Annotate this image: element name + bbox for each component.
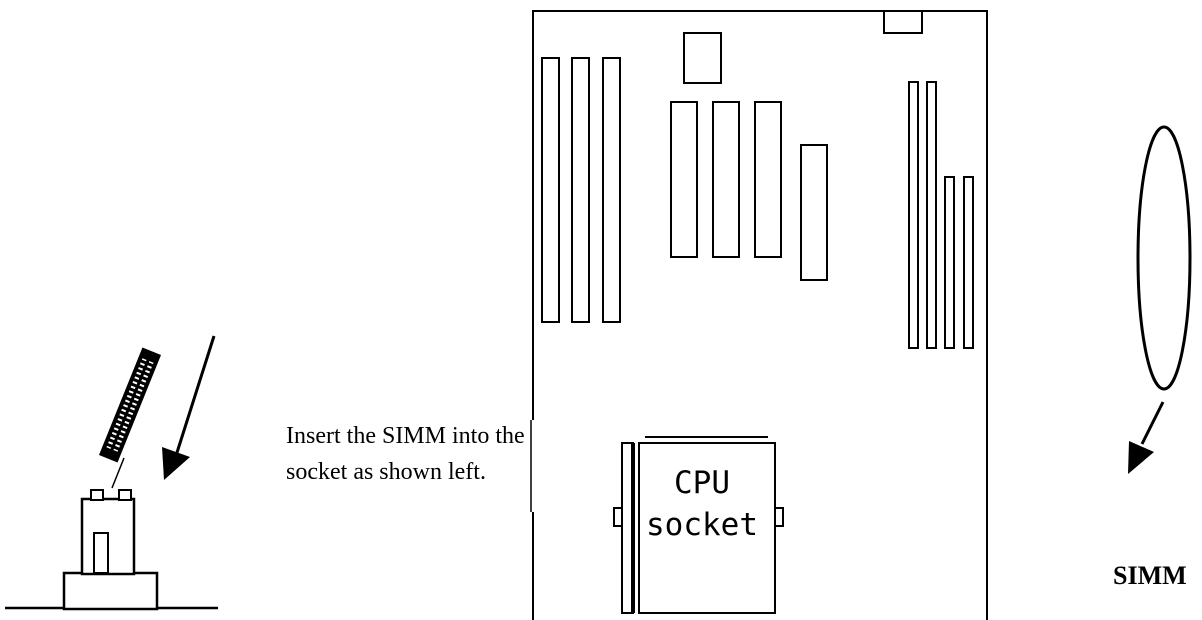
power-connector (883, 10, 923, 34)
instruction-text: Insert the SIMM into the socket as shown… (286, 418, 525, 490)
cpu-socket-tab-right (774, 507, 784, 527)
motherboard (532, 10, 988, 620)
simm-insertion-illustration (5, 335, 218, 611)
insert-arrow-shaft (172, 335, 216, 463)
insert-arrow-head (162, 447, 190, 480)
instruction-line-2: socket as shown left. (286, 459, 486, 485)
socket-slot (93, 532, 109, 574)
simm-callout-label: SIMM (1113, 561, 1187, 590)
pci-slot (754, 101, 782, 258)
cpu-socket-tab-left (613, 507, 623, 527)
simm-highlight-ellipse (1136, 125, 1192, 391)
expansion-slot (541, 57, 560, 323)
module-guide-line (111, 457, 125, 489)
simm-callout (1128, 125, 1192, 474)
socket-clip-left (90, 489, 104, 501)
instruction-line-1: Insert the SIMM into the (286, 423, 525, 449)
pci-slot (670, 101, 698, 258)
motherboard-outline (532, 10, 988, 620)
cpu-socket-label-line-1: CPU (674, 465, 730, 501)
cpu-socket-label: CPU socket (642, 462, 762, 546)
cpu-socket-label-line-2: socket (646, 507, 758, 543)
simm-socket (908, 81, 919, 349)
bios-chip (683, 32, 722, 84)
callout-arrow-head (1128, 441, 1154, 474)
simm-module-chips (106, 358, 154, 452)
simm-socket (944, 176, 955, 349)
simm-socket (926, 81, 937, 349)
socket-base (62, 571, 159, 611)
simm-module (99, 347, 161, 463)
cpu-socket (638, 442, 776, 614)
callout-arrow-shaft (1140, 401, 1165, 445)
expansion-slot (602, 57, 621, 323)
controller-chip (800, 144, 828, 281)
pci-slot (712, 101, 740, 258)
expansion-slot (571, 57, 590, 323)
socket-clip-right (118, 489, 132, 501)
simm-socket (963, 176, 974, 349)
